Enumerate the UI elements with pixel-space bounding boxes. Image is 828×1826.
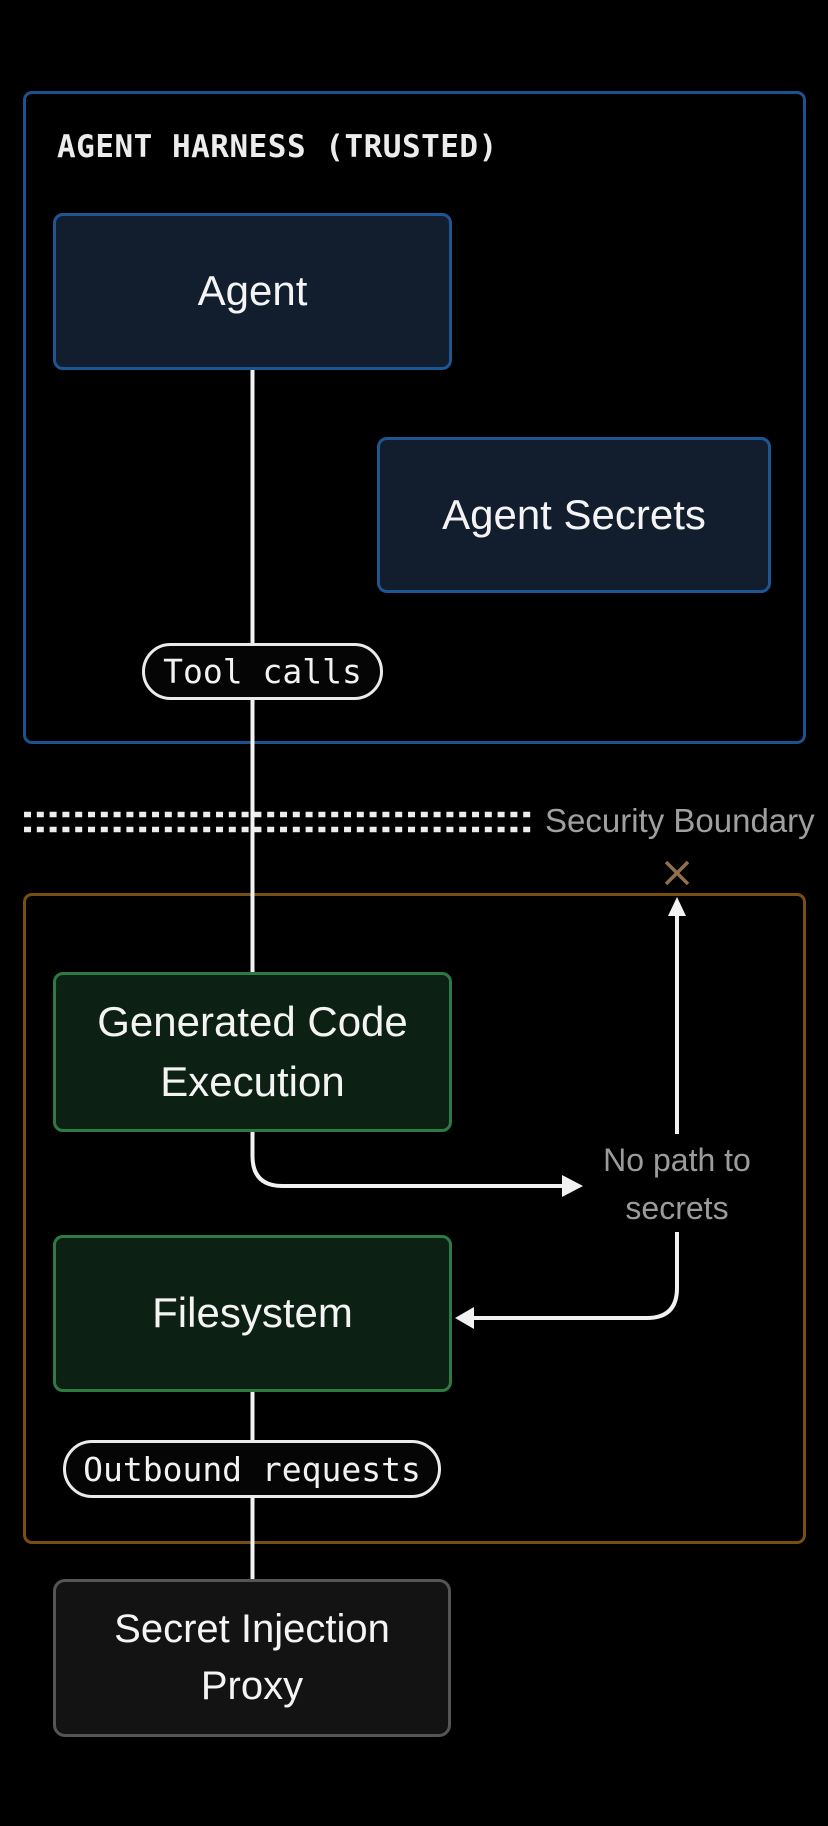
sandbox-zone-box — [23, 893, 806, 1544]
tool-calls-pill-label: Tool calls — [163, 652, 362, 691]
outbound-requests-pill: Outbound requests — [63, 1440, 441, 1498]
trusted-zone-title: AGENT HARNESS (TRUSTED) — [57, 129, 498, 165]
agent-secrets-node: Agent Secrets — [377, 437, 771, 593]
filesystem-node: Filesystem — [53, 1235, 452, 1392]
blocked-x-icon — [664, 860, 690, 886]
trusted-zone-box — [23, 91, 806, 744]
filesystem-node-label: Filesystem — [152, 1289, 353, 1337]
agent-node-label: Agent — [197, 267, 308, 315]
tool-calls-pill: Tool calls — [142, 643, 383, 700]
agent-secrets-node-label: Agent Secrets — [442, 490, 706, 538]
outbound-requests-pill-label: Outbound requests — [83, 1449, 421, 1489]
secret-injection-proxy-node: Secret Injection Proxy — [53, 1579, 451, 1737]
no-path-to-secrets-label: No path to secrets — [603, 1142, 751, 1226]
agent-node: Agent — [53, 213, 452, 370]
generated-code-execution-node: Generated Code Execution — [53, 972, 452, 1132]
secret-injection-proxy-label: Secret Injection Proxy — [114, 1606, 390, 1708]
security-boundary-label: Security Boundary — [545, 802, 815, 839]
generated-code-execution-label: Generated Code Execution — [97, 997, 408, 1105]
